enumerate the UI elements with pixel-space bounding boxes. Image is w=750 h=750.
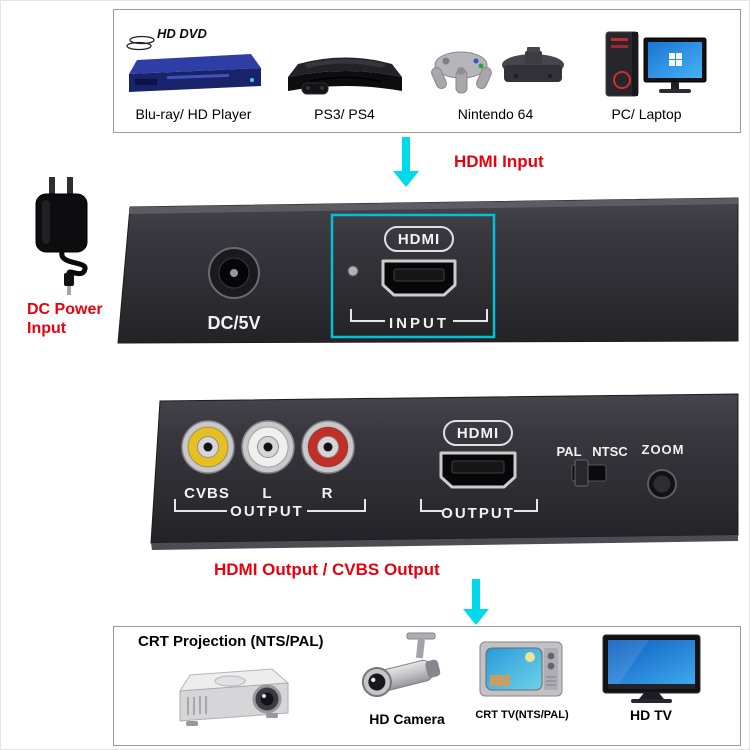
rca-jack-red	[301, 420, 355, 474]
cvbs-label: CVBS	[184, 485, 230, 502]
hdmi-output-bracket	[420, 499, 538, 512]
outputs-panel: CRT Projection (NTS/PAL)	[113, 626, 741, 746]
status-led	[347, 265, 359, 277]
dc-barrel-plug	[64, 273, 74, 286]
converter-top-edge	[129, 198, 738, 214]
power-adapter-icon	[35, 177, 88, 295]
rca-jack-white	[241, 420, 295, 474]
hd-dvd-logo-text: HD DVD	[157, 26, 207, 41]
audio-right-label: R	[322, 485, 333, 502]
hdmi-logo-text: HDMI	[398, 231, 440, 248]
pc-monitor-icon	[643, 37, 706, 93]
rca-jack-yellow	[181, 420, 235, 474]
source-label-bluray: Blu-ray/ HD Player	[135, 106, 252, 122]
output-hd-tv: HD TV	[596, 633, 706, 723]
hdmi-logo: HDMI	[443, 420, 513, 446]
n64-console-icon	[501, 47, 564, 82]
source-n64: Nintendo 64	[420, 20, 571, 122]
output-crt-tv: CRT TV(NTS/PAL)	[466, 639, 578, 721]
power-cable	[59, 249, 88, 277]
hdmi-cvbs-output-annotation: HDMI Output / CVBS Output	[214, 560, 440, 579]
down-arrow-icon	[463, 579, 489, 625]
converter-bottom-edge	[151, 535, 738, 550]
hdmi-logo-text: HDMI	[457, 425, 499, 442]
n64-controller-icon	[430, 51, 492, 94]
converter-bottom-view: CVBS L R OUTPUT HDMI OUTPUT PAL NTSC ZOO…	[150, 393, 739, 550]
dc-port-label: DC/5V	[207, 313, 260, 333]
source-ps3: PS3/ PS4	[269, 20, 420, 122]
hd-dvd-logo: HD DVD	[125, 26, 207, 51]
crt-tv-icon	[479, 641, 563, 697]
n64-icon	[430, 47, 564, 94]
hdmi-logo: HDMI	[384, 226, 454, 252]
hdmi-output-port	[439, 451, 517, 489]
hdmi-output-port-label: OUTPUT	[441, 505, 515, 522]
output-label-crt-tv: CRT TV(NTS/PAL)	[475, 709, 569, 721]
hdmi-input-port	[381, 259, 457, 297]
dc-power-annotation: DC Power Input	[27, 301, 103, 338]
pal-label: PAL	[556, 444, 581, 459]
source-label-n64: Nintendo 64	[457, 106, 534, 122]
bluray-player-icon: HD DVD	[125, 26, 261, 92]
output-label-hd-camera: HD Camera	[369, 711, 445, 727]
rca-output-bracket	[174, 499, 366, 512]
projector-icon	[179, 668, 290, 726]
ntsc-label: NTSC	[592, 444, 628, 459]
ps-controller-icon	[301, 82, 328, 95]
hdmi-input-highlight-box	[330, 213, 496, 339]
sources-panel: HD DVD Blu-ray/ HD Player	[113, 9, 741, 133]
crt-projection-title: CRT Projection (NTS/PAL)	[138, 633, 324, 650]
output-hd-camera: HD Camera	[352, 631, 462, 727]
dc-power-jack	[208, 247, 260, 299]
windows-logo-icon	[668, 53, 682, 66]
rca-group-label: OUTPUT	[230, 503, 304, 520]
audio-left-label: L	[262, 485, 271, 502]
converter-top-view: DC/5V HDMI INPUT	[117, 197, 739, 344]
bluray-player-body	[128, 54, 261, 92]
source-label-ps3: PS3/ PS4	[314, 106, 375, 122]
hd-tv-icon	[602, 634, 700, 703]
hdmi-input-port-label: INPUT	[389, 315, 449, 332]
source-pc: PC/ Laptop	[571, 20, 722, 122]
output-label-hd-tv: HD TV	[630, 707, 672, 723]
pal-ntsc-switch	[571, 459, 607, 487]
desktop-pc-icon	[605, 31, 706, 97]
source-label-pc: PC/ Laptop	[611, 106, 682, 122]
hdmi-input-annotation: HDMI Input	[454, 152, 544, 171]
input-bracket	[350, 309, 488, 322]
pc-tower-icon	[605, 31, 638, 97]
zoom-button	[647, 469, 677, 499]
hd-camera-icon	[361, 632, 441, 698]
source-bluray: HD DVD Blu-ray/ HD Player	[118, 20, 269, 122]
ps3-console-icon	[287, 57, 402, 95]
down-arrow-icon	[393, 137, 419, 187]
zoom-label: ZOOM	[642, 442, 685, 457]
